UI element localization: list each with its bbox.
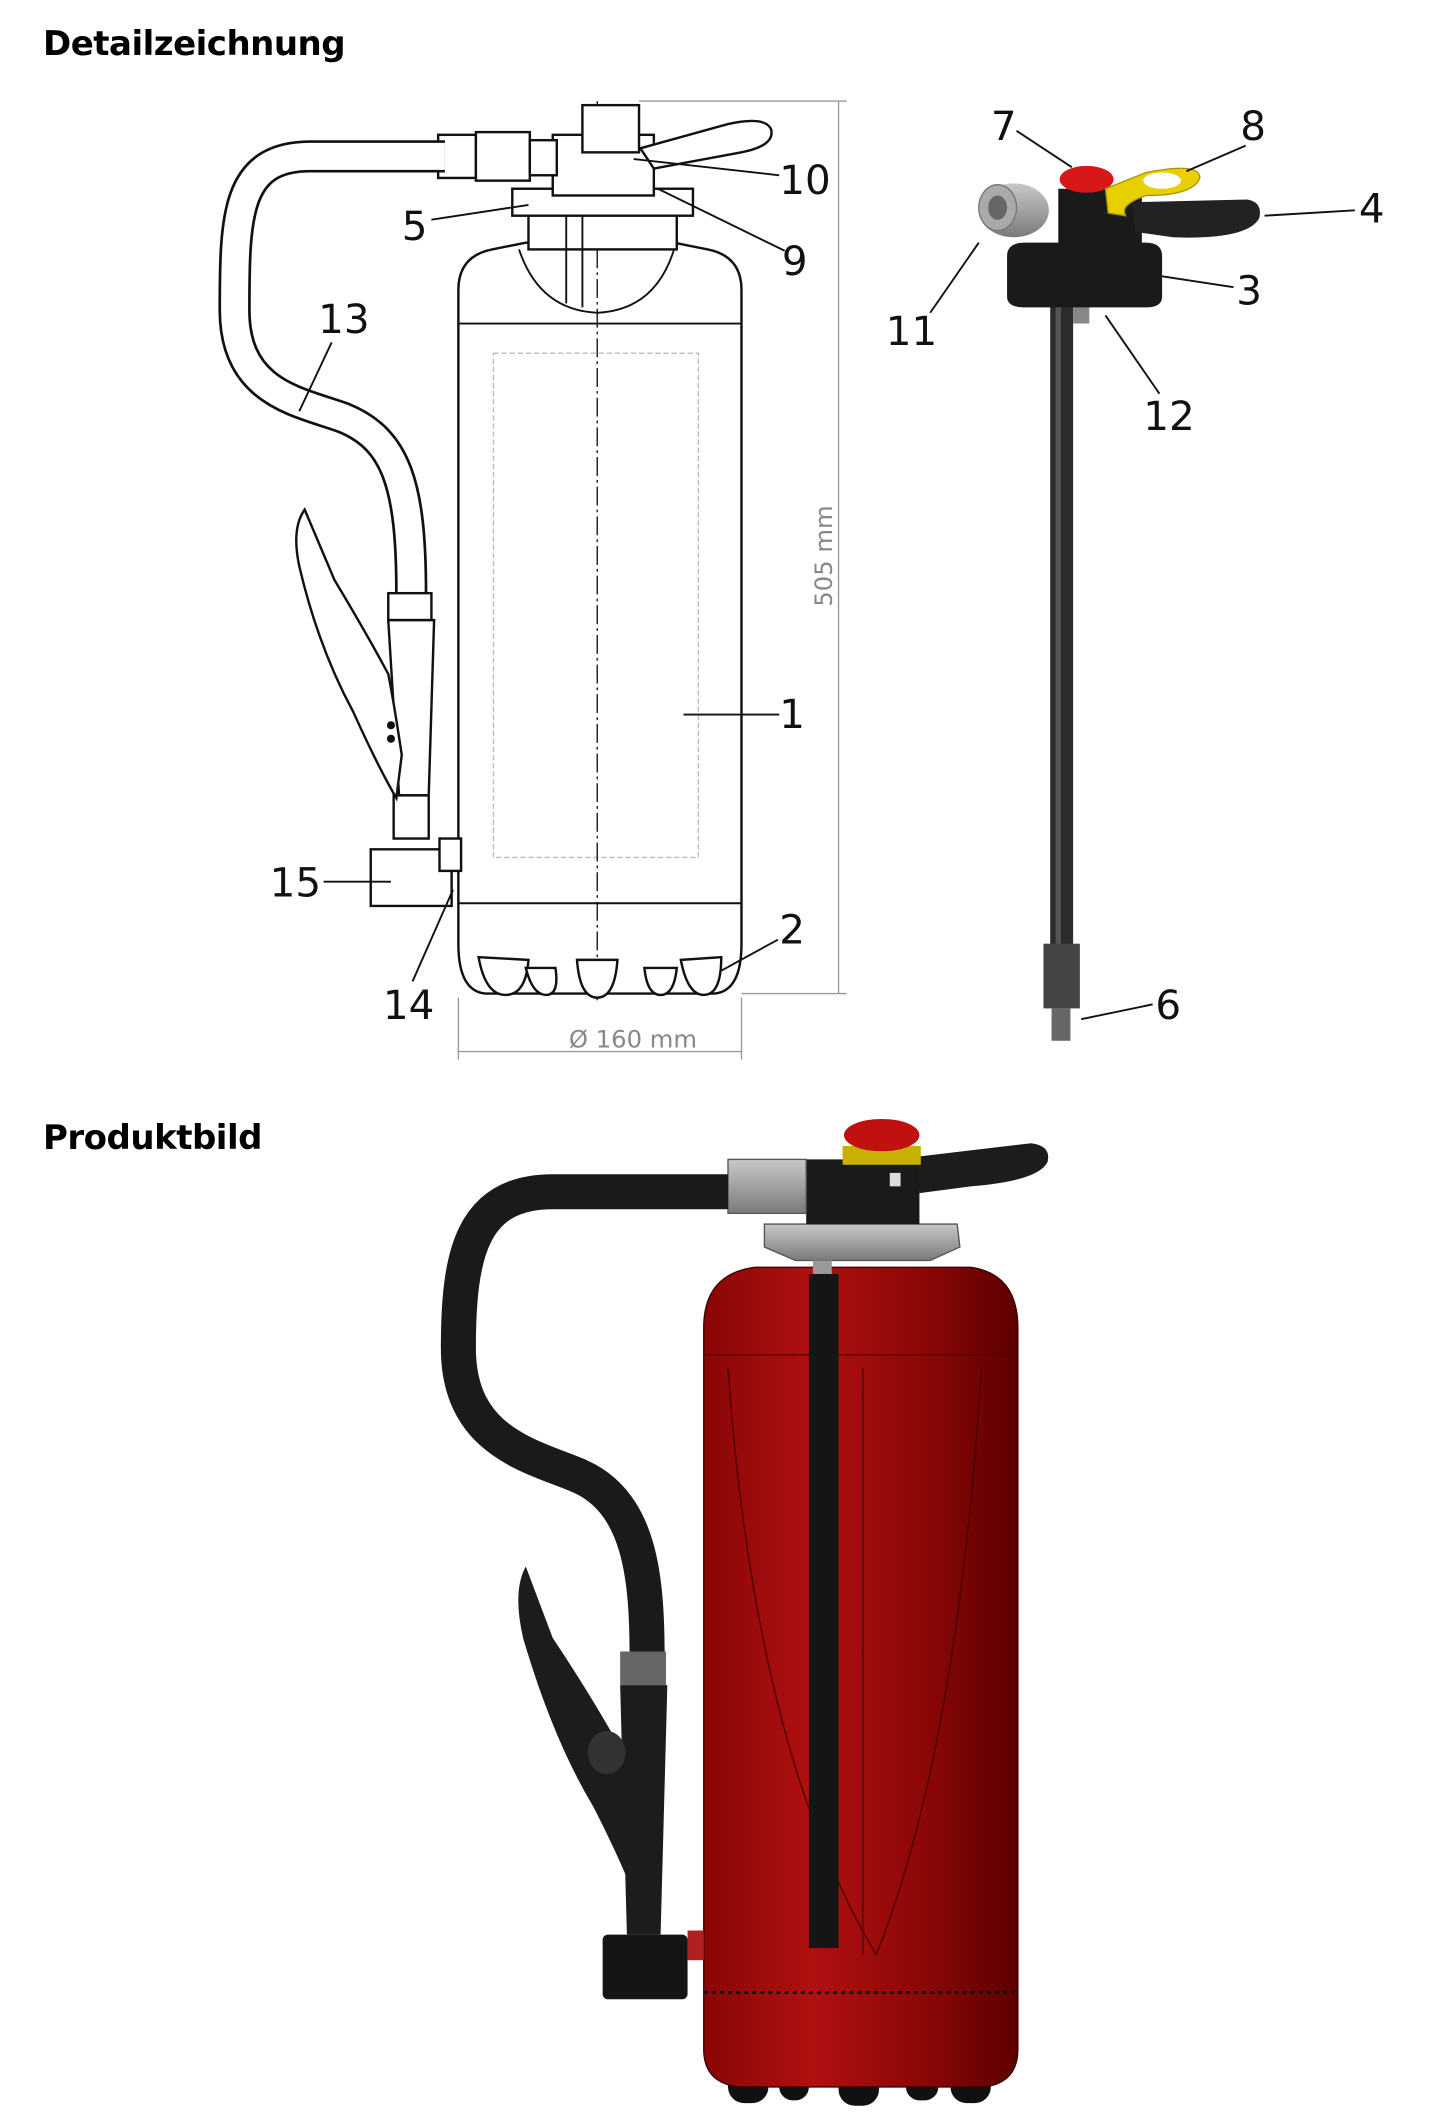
dip-tube	[1050, 303, 1074, 951]
product-hose	[440, 1174, 728, 1659]
product-collar	[763, 1223, 961, 1262]
valve-lever	[638, 119, 773, 170]
callout-6: 6	[1155, 981, 1181, 1029]
trigger-lever	[295, 507, 403, 802]
product-image	[440, 1118, 1049, 2106]
height-label: 505 mm	[809, 505, 838, 606]
product-dip-tube	[808, 1273, 839, 1949]
red-button-7	[1059, 165, 1114, 193]
section-title-drawing: Detailzeichnung	[43, 24, 346, 64]
product-nozzle-cap	[602, 1934, 688, 2000]
product-trigger	[518, 1566, 641, 1895]
callout-12: 12	[1143, 392, 1194, 440]
cylinder-body-outline	[457, 241, 743, 995]
collar-ring-3	[1007, 242, 1163, 308]
callout-14: 14	[383, 981, 434, 1029]
diameter-dimension	[457, 997, 743, 1060]
callout-8: 8	[1240, 102, 1266, 150]
callout-5: 5	[402, 202, 428, 250]
callout-13: 13	[318, 295, 369, 343]
callout-15: 15	[270, 859, 321, 907]
callout-7: 7	[991, 102, 1017, 150]
technical-drawing: 505 mm Ø 160 mm 1 2 5 9 10 13 14 15	[218, 100, 847, 1060]
callout-10: 10	[779, 156, 830, 204]
callout-1: 1	[779, 690, 805, 738]
product-handle	[916, 1143, 1049, 1194]
valve-assembly: 7 8 4 3 11 12 6	[886, 102, 1385, 1041]
callout-4: 4	[1359, 184, 1385, 232]
product-cylinder	[703, 1266, 1019, 2088]
section-title-product: Produktbild	[43, 1118, 262, 1158]
callout-9: 9	[782, 237, 808, 285]
product-red-button	[843, 1118, 920, 1152]
label-area	[492, 352, 700, 859]
height-dimension	[639, 100, 847, 995]
callout-2: 2	[779, 906, 805, 954]
diameter-label: Ø 160 mm	[569, 1024, 697, 1053]
dip-tube-end	[1043, 943, 1080, 1009]
product-coupling	[727, 1158, 807, 1214]
handle-4	[1132, 199, 1260, 238]
callout-3: 3	[1236, 267, 1262, 315]
callout-11: 11	[886, 307, 937, 355]
foot-ring	[477, 955, 723, 999]
